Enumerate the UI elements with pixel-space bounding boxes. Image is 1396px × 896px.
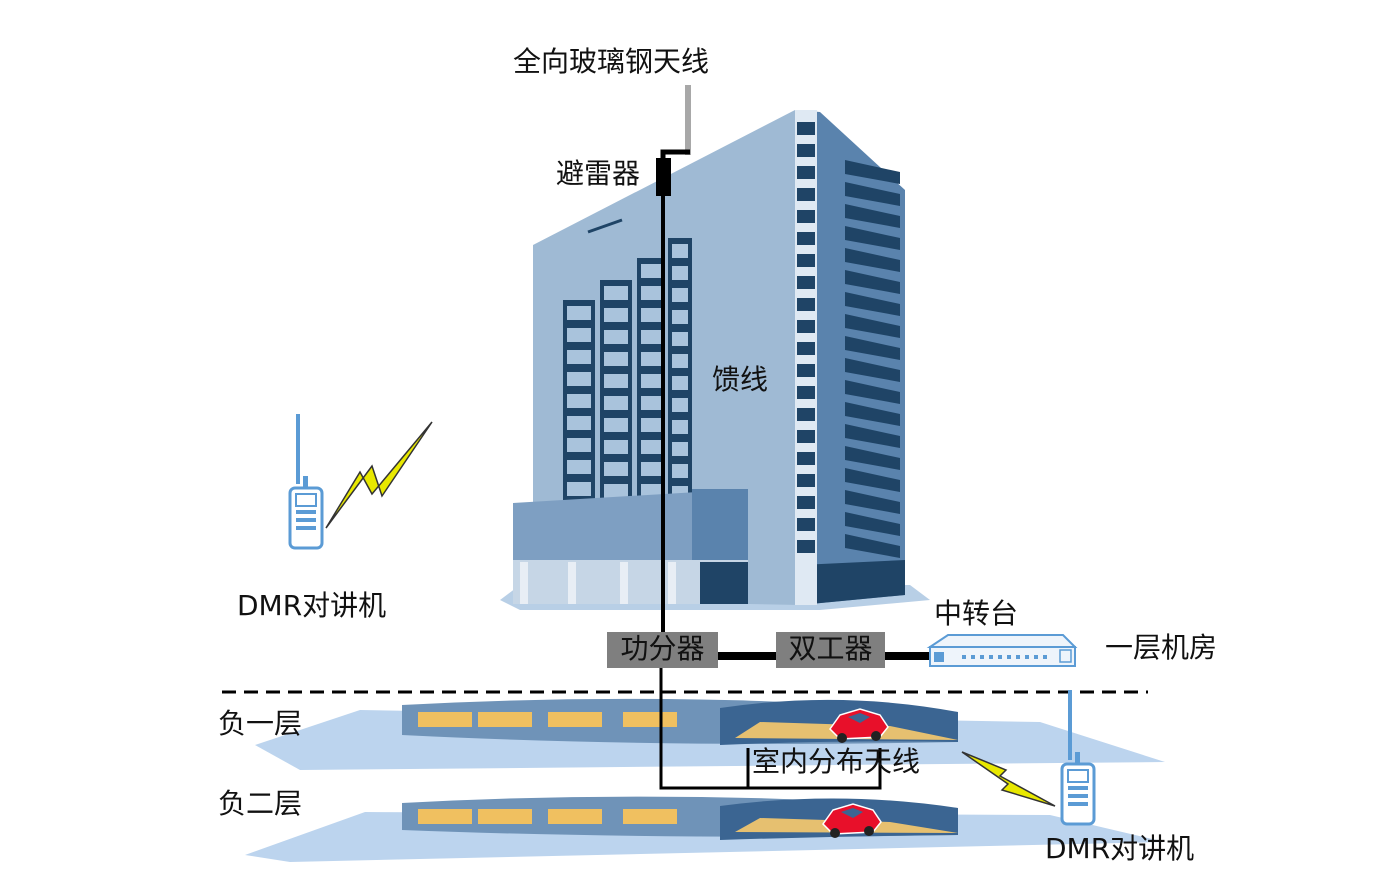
arrester-label: 避雷器 <box>556 157 641 190</box>
building-front <box>533 110 800 605</box>
podium-pillars <box>520 562 676 604</box>
indoor-distribution-cable <box>659 668 882 790</box>
side-windows <box>845 160 900 558</box>
cable-duplexer-repeater <box>885 652 933 660</box>
feeder-label: 馈线 <box>712 363 769 396</box>
antenna-mast <box>685 85 691 155</box>
parking-level-1 <box>402 698 958 745</box>
basement1-label: 负一层 <box>218 707 303 740</box>
walkie-talkie-icon <box>1060 690 1096 826</box>
antenna-label: 全向玻璃钢天线 <box>513 45 710 78</box>
walkie-talkie-icon <box>288 414 324 550</box>
roof-detail <box>587 218 623 234</box>
car-icon <box>829 708 889 743</box>
duplexer-box: 双工器 <box>776 632 885 668</box>
podium-roof <box>513 489 748 565</box>
repeater-label: 中转台 <box>934 597 1019 630</box>
corner-window-strip <box>797 122 815 553</box>
car-icon <box>822 803 882 838</box>
entrance-door <box>700 562 748 604</box>
podium-side <box>692 489 748 561</box>
repeater-device-icon <box>926 634 1078 667</box>
lightning-signal-icon <box>961 751 1056 807</box>
basement2-label: 负二层 <box>218 787 303 820</box>
walkie-right-label: DMR对讲机 <box>1045 832 1195 865</box>
power-splitter-box: 功分器 <box>607 632 718 668</box>
lightning-signal-icon <box>325 421 433 529</box>
walkie-left-label: DMR对讲机 <box>237 589 387 622</box>
building-side-base <box>800 560 905 605</box>
machine-room-label: 一层机房 <box>1105 631 1218 664</box>
lightning-arrester <box>656 158 671 196</box>
cable-splitter-duplexer <box>718 652 776 660</box>
indoor-antenna-label: 室内分布天线 <box>752 745 921 778</box>
